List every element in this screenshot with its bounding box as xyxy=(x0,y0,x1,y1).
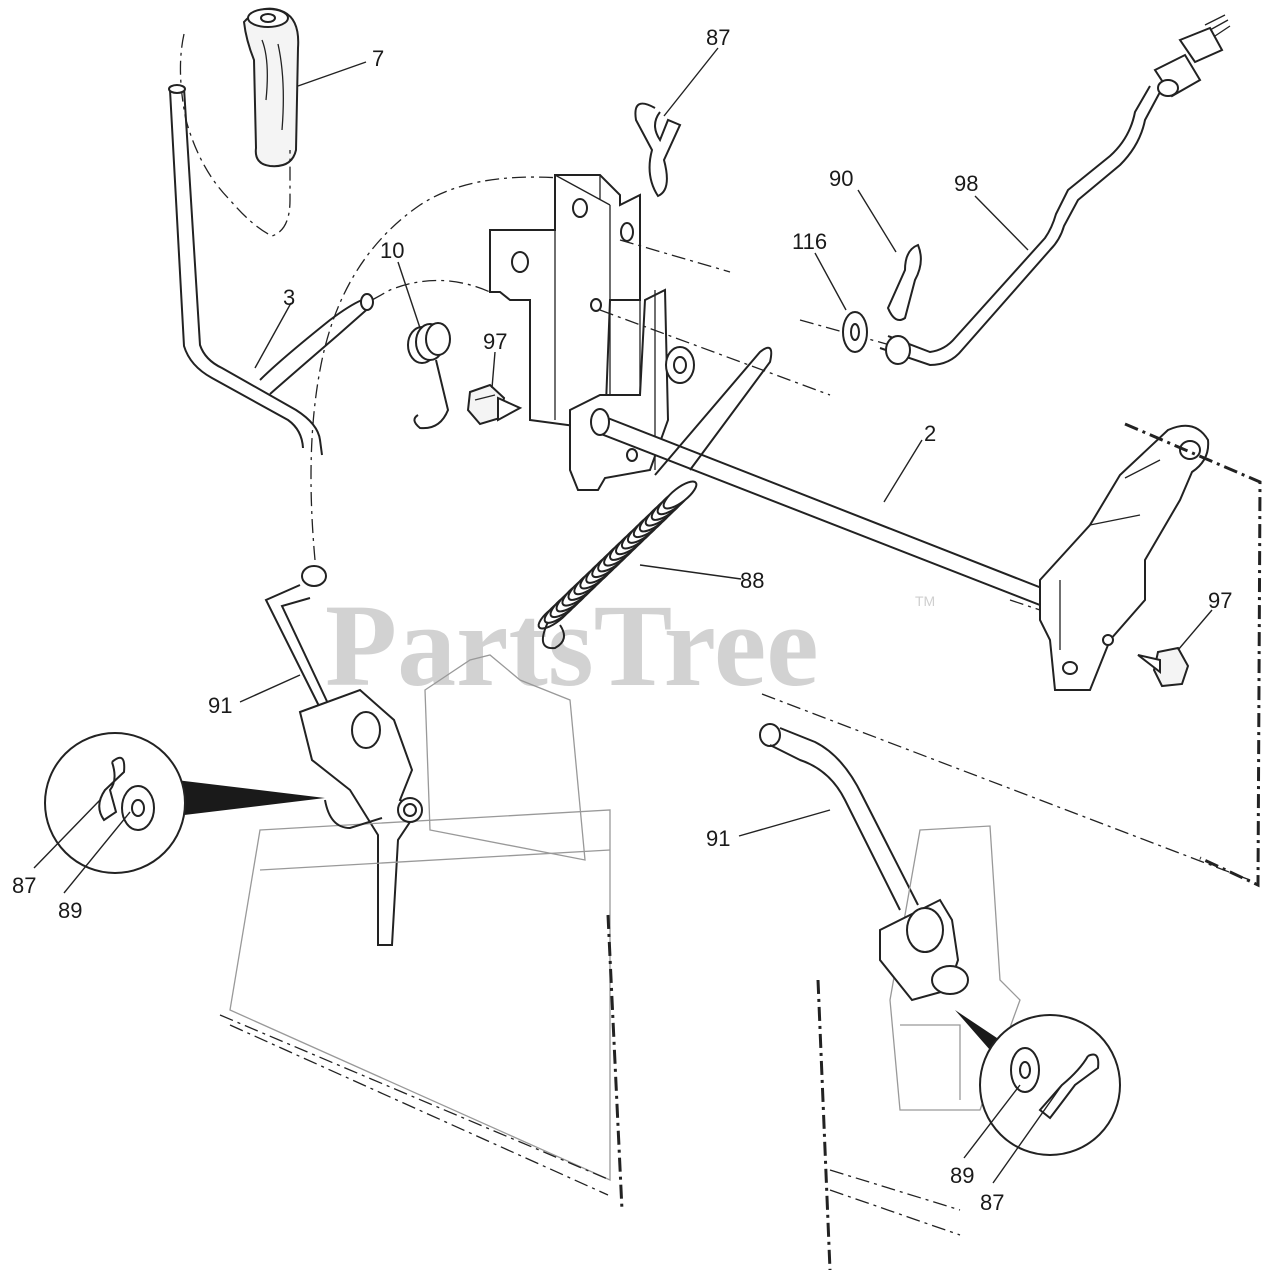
callout-7: 7 xyxy=(372,46,384,71)
watermark-trademark: TM xyxy=(915,593,935,609)
part-bolt-right[interactable] xyxy=(1137,646,1190,688)
callout-98: 98 xyxy=(954,171,978,196)
part-deck-hanger-right[interactable] xyxy=(761,693,1251,1271)
part-deck-hanger-left[interactable] xyxy=(219,654,624,1211)
part-deck-lift-rod[interactable] xyxy=(879,14,1231,367)
callout-88: 88 xyxy=(740,568,764,593)
part-lift-lever[interactable] xyxy=(168,84,374,456)
callout-labels: 7 87 90 98 116 10 3 97 2 88 97 91 87 89 … xyxy=(12,25,1232,1215)
part-lift-link-right[interactable] xyxy=(759,723,919,911)
watermark: PartsTree TM xyxy=(325,580,935,711)
callout-91-left: 91 xyxy=(208,693,232,718)
part-flat-washer[interactable] xyxy=(842,311,868,353)
callout-87-right: 87 xyxy=(980,1190,1004,1215)
callout-116: 116 xyxy=(792,229,827,254)
spring-coil xyxy=(662,480,698,510)
callout-3: 3 xyxy=(283,285,295,310)
callout-87-left: 87 xyxy=(12,873,36,898)
part-handle-grip[interactable] xyxy=(242,7,300,168)
callout-10: 10 xyxy=(380,238,404,263)
part-torsion-spring[interactable] xyxy=(407,322,451,430)
callout-leaders xyxy=(33,47,1213,1184)
detail-circle-left xyxy=(44,732,325,874)
callout-97-right: 97 xyxy=(1208,588,1232,613)
callout-2: 2 xyxy=(924,421,936,446)
callout-97-left: 97 xyxy=(483,329,507,354)
part-bolt-left[interactable] xyxy=(466,383,523,426)
callout-89-right: 89 xyxy=(950,1163,974,1188)
detail-circle-right xyxy=(955,1010,1121,1156)
part-lift-arm-right[interactable] xyxy=(1039,424,1210,691)
callout-90: 90 xyxy=(829,166,853,191)
callout-91-right: 91 xyxy=(706,826,730,851)
part-hairpin-clip-90[interactable] xyxy=(886,243,922,321)
callout-89-left: 89 xyxy=(58,898,82,923)
part-hairpin-clip-top[interactable] xyxy=(634,102,682,198)
callout-87-top: 87 xyxy=(706,25,730,50)
part-extension-spring[interactable] xyxy=(535,346,773,650)
